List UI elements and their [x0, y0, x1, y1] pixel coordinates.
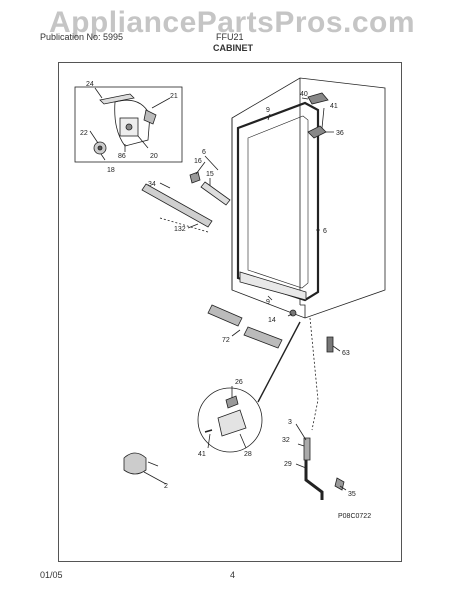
label-41-bottom: 41	[198, 451, 206, 458]
label-6-right: 6	[323, 228, 327, 235]
part-32-drain	[303, 437, 311, 461]
site-watermark: AppliancePartsPros.com	[48, 6, 416, 39]
label-14: 14	[268, 317, 276, 324]
label-26: 26	[235, 379, 243, 386]
label-9-top: 9	[266, 107, 270, 114]
label-132: 132	[174, 226, 186, 233]
label-34: 34	[148, 181, 156, 188]
label-15: 15	[206, 171, 214, 178]
part-16-clip	[189, 171, 201, 184]
label-24: 24	[86, 81, 94, 88]
part-36-hinge	[307, 125, 327, 139]
part-2-leveler	[123, 452, 147, 475]
part-29-drain-tube	[304, 460, 324, 500]
label-28: 28	[244, 451, 252, 458]
part-63-leg	[326, 336, 334, 353]
inset-detail-box	[74, 86, 183, 163]
label-20: 20	[150, 153, 158, 160]
label-3: 3	[288, 419, 292, 426]
footer-date: 01/05	[40, 570, 63, 580]
label-40: 40	[300, 91, 308, 98]
part-24-bracket	[99, 93, 135, 105]
section-title: CABINET	[213, 43, 253, 53]
part-72-pad-b	[243, 326, 283, 349]
part-40-cover	[307, 92, 329, 105]
part-14-screw	[289, 309, 297, 317]
label-29: 29	[284, 461, 292, 468]
label-6-left: 6	[202, 149, 206, 156]
label-9-bottom: 9	[266, 299, 270, 306]
diagram-frame	[58, 62, 402, 562]
publication-number: Publication No: 5995	[40, 32, 124, 42]
part-86-housing	[114, 99, 151, 147]
label-2: 2	[164, 483, 168, 490]
label-21: 21	[170, 93, 178, 100]
part-72-pad-a	[207, 304, 243, 327]
footer-page: 4	[230, 570, 236, 580]
label-16: 16	[194, 158, 202, 165]
label-22: 22	[80, 130, 88, 137]
part-34-grille	[141, 183, 213, 228]
label-35: 35	[348, 491, 356, 498]
label-72: 72	[222, 337, 230, 344]
label-86: 86	[118, 153, 126, 160]
label-18: 18	[107, 167, 115, 174]
label-32: 32	[282, 437, 290, 444]
inset-circle	[197, 387, 263, 453]
door-gasket-frame	[236, 101, 320, 302]
diagram-code: P08C0722	[338, 513, 371, 520]
label-41-top: 41	[330, 103, 338, 110]
model-number: FFU21	[216, 32, 244, 42]
part-28-bracket	[217, 409, 247, 437]
label-63: 63	[342, 350, 350, 357]
label-36: 36	[336, 130, 344, 137]
part-15-tube	[200, 181, 231, 206]
part-21-switch	[143, 109, 157, 125]
part-26-cap	[225, 395, 239, 409]
